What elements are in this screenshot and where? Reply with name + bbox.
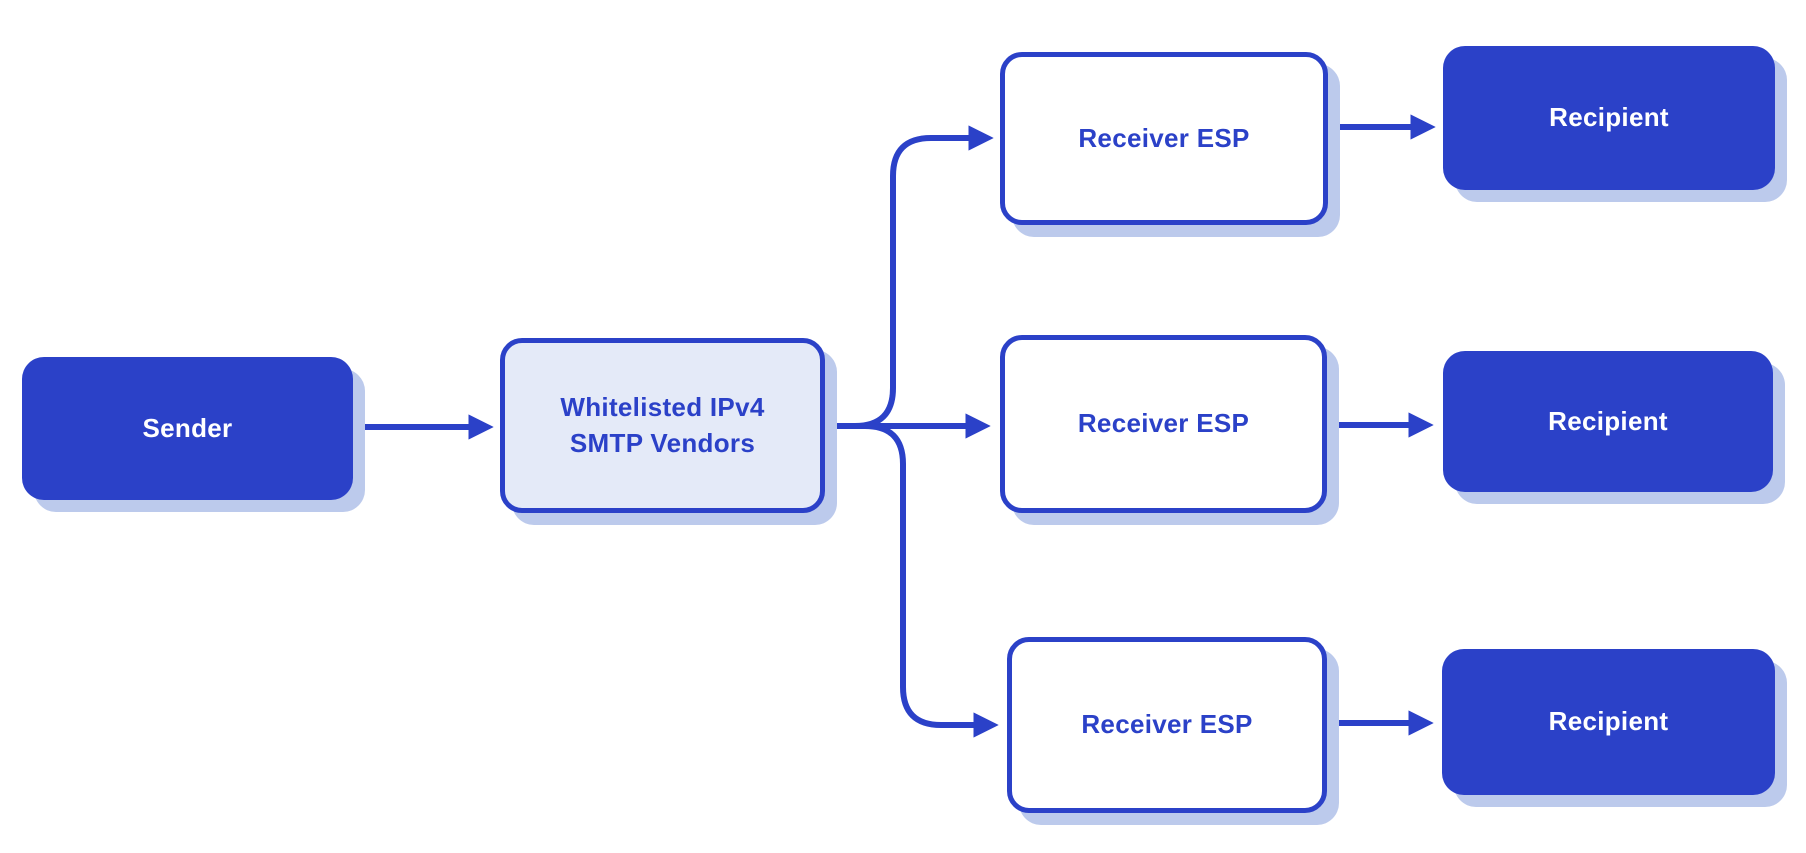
edge-vendors-to-esp-bottom (826, 423, 999, 738)
node-recipient-top: Recipient (1443, 46, 1775, 190)
node-recipient-bottom: Recipient (1442, 649, 1775, 795)
node-recipient-bottom-label: Recipient (1548, 706, 1669, 737)
node-esp-bottom-label: Receiver ESP (1081, 709, 1253, 740)
node-receiver-esp-top: Receiver ESP (1000, 52, 1328, 225)
node-recipient-middle: Recipient (1443, 351, 1773, 492)
edge-vendors-to-esp-top (826, 125, 994, 429)
node-receiver-esp-bottom: Receiver ESP (1007, 637, 1327, 813)
node-vendors-label: Whitelisted IPv4 SMTP Vendors (560, 392, 765, 458)
node-receiver-esp-middle: Receiver ESP (1000, 335, 1327, 513)
node-sender-label: Sender (142, 412, 233, 443)
node-sender: Sender (22, 357, 353, 500)
node-whitelisted-ipv4-smtp-vendors: Whitelisted IPv4 SMTP Vendors (500, 338, 825, 513)
node-esp-middle-label: Receiver ESP (1077, 408, 1250, 439)
node-recipient-top-label: Recipient (1549, 102, 1669, 133)
node-recipient-middle-label: Recipient (1548, 405, 1668, 436)
node-esp-top-label: Receiver ESP (1078, 122, 1250, 153)
